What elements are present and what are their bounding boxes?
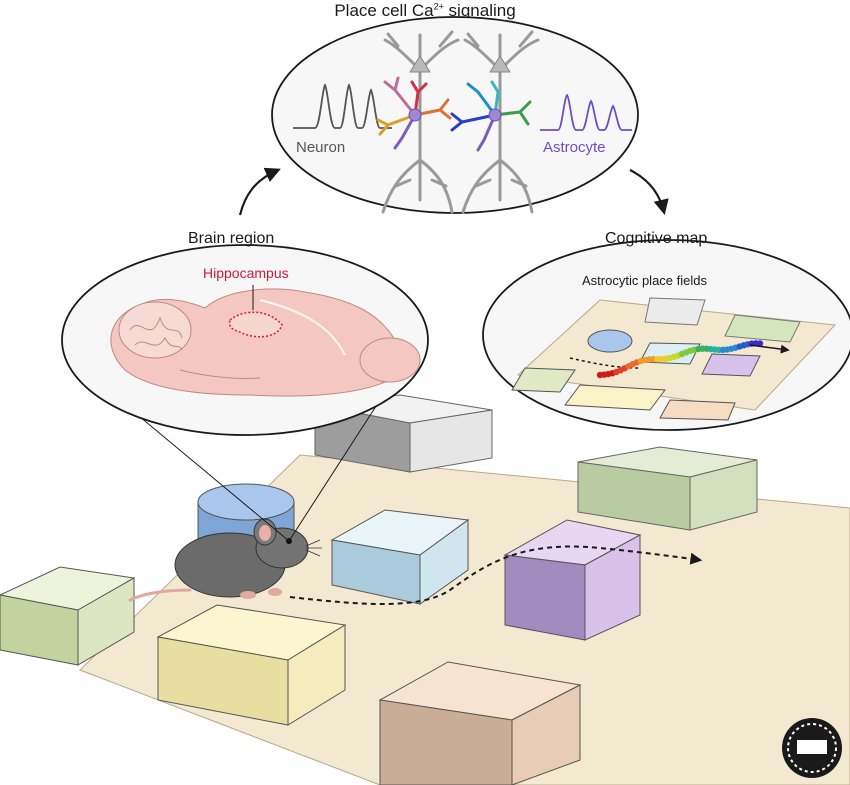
yellow-block (156, 604, 347, 726)
cognitive-map-circle (482, 239, 850, 431)
astrocyte-trace (540, 93, 632, 131)
purple-block (503, 519, 642, 641)
green-block (577, 446, 758, 531)
arrow-brain-to-signaling (238, 167, 281, 216)
corner-logo (782, 718, 842, 778)
astrocyte-label: Astrocyte (543, 139, 606, 156)
pyramidal-neuron-right (461, 30, 540, 214)
cognitive-map-label: Cognitive map (605, 230, 707, 247)
place-cell-circle (271, 16, 639, 214)
brain-region-label: Brain region (188, 230, 274, 247)
neuron-trace (293, 83, 392, 129)
place-field-dot (756, 340, 764, 347)
brain-region-circle (61, 244, 429, 436)
zoom-line-right (288, 399, 381, 542)
light-blue-block (330, 509, 470, 605)
place-field-dots (596, 340, 764, 379)
left-green-block (0, 566, 136, 666)
mouse (128, 518, 322, 602)
neuron-soma-right (489, 55, 511, 73)
hippocampus-label: Hippocampus (203, 265, 289, 281)
page-title: Place cell Ca2+ signaling (334, 1, 516, 20)
arrow-signaling-to-map (629, 169, 669, 215)
place-fields-label: Astrocytic place fields (582, 273, 707, 288)
neuron-soma-left (409, 55, 431, 73)
mouse-trajectory (289, 545, 703, 605)
peach-block (378, 661, 582, 785)
neuron-label: Neuron (296, 139, 345, 156)
